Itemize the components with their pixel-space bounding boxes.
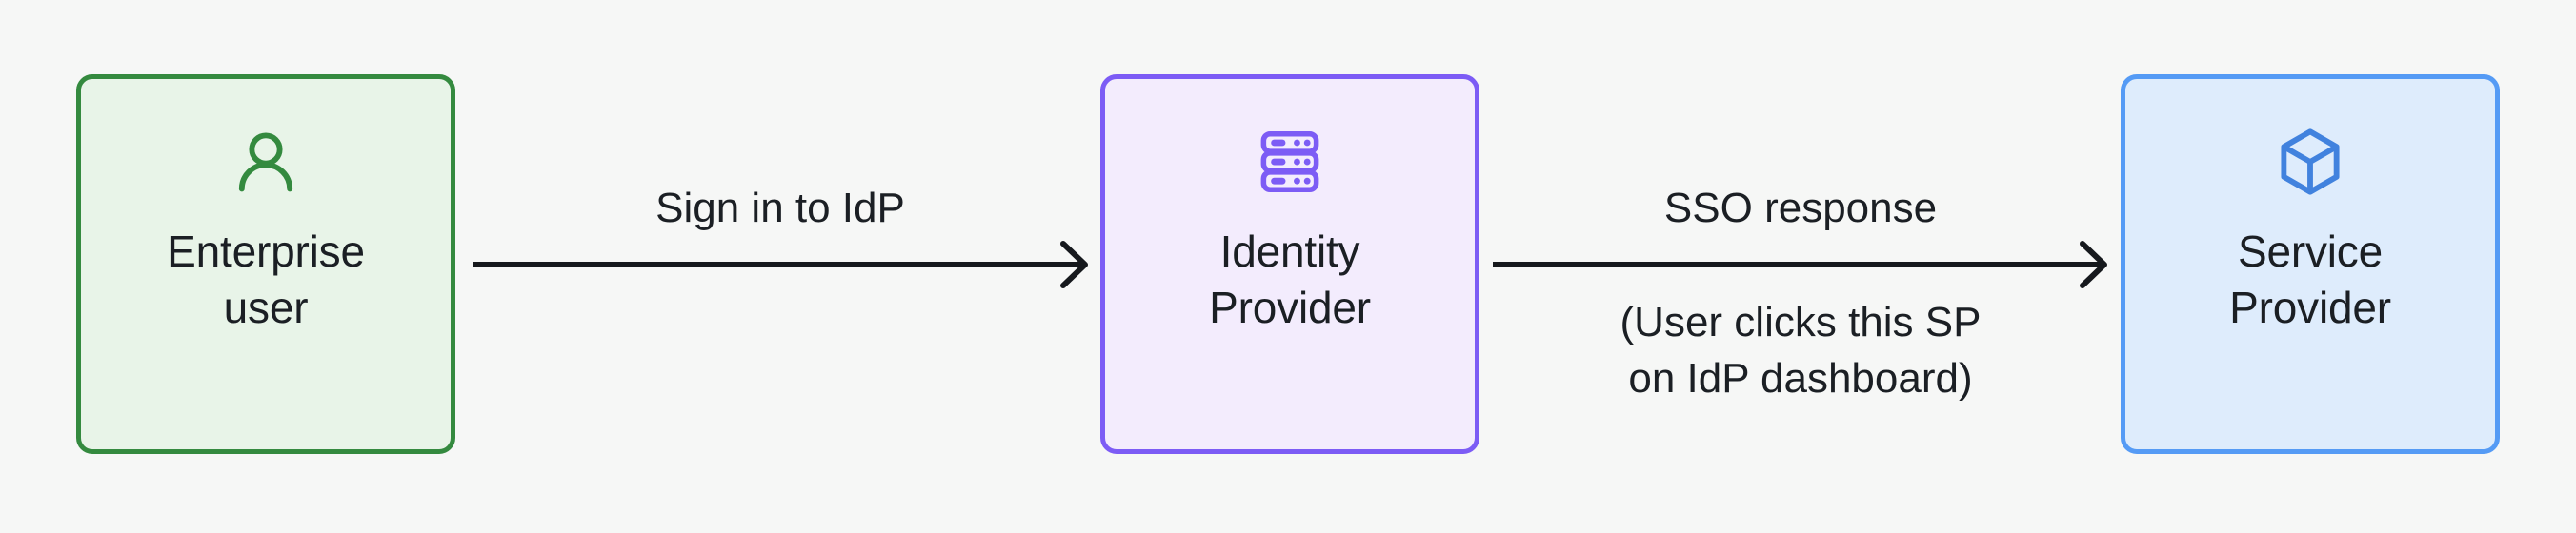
arrow-head-icon [2080,241,2107,288]
edge-user-to-idp [467,0,1096,533]
edge-label-sso-response: SSO response [1663,185,1938,231]
edge-idp-to-sp [1486,0,2115,533]
server-rack-icon [1260,130,1319,193]
person-icon [238,132,293,192]
node-identity-provider-label: Identity Provider [1209,227,1371,333]
arrow-head-icon [1060,241,1088,288]
node-identity-provider[interactable]: Identity Provider [1100,74,1479,454]
edge-label-sign-in-to-idp: Sign in to IdP [655,185,905,231]
node-service-provider[interactable]: Service Provider [2121,74,2500,454]
node-service-provider-label: Service Provider [2229,227,2391,333]
node-enterprise-user-label: Enterprise user [167,227,365,333]
cube-icon [2281,128,2340,195]
node-enterprise-user[interactable]: Enterprise user [76,74,455,454]
edge-note-sso-response: (User clicks this SP on IdP dashboard) [1620,299,1982,402]
